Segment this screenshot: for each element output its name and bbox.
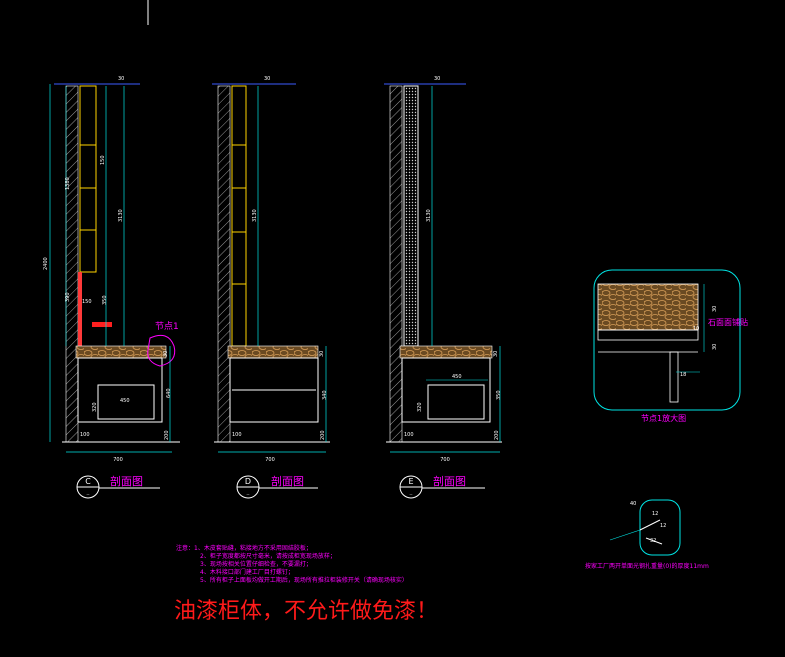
dim-base-a: 30 xyxy=(163,351,169,357)
node-1-label: 节点1 xyxy=(155,321,179,332)
small-detail-frame xyxy=(639,499,681,556)
dim-base-c: 100 xyxy=(80,432,90,438)
section-c-title: 剖面图 xyxy=(110,474,143,488)
section-d-letter: D xyxy=(245,477,251,486)
small-dim-2: 12 xyxy=(652,511,658,517)
small-dim-4: 32 xyxy=(650,538,656,544)
dim-total-height: 2400 xyxy=(43,257,49,270)
warning-text: 油漆柜体，不允许做免漆！ xyxy=(174,599,438,624)
upper-cabinet xyxy=(231,85,247,347)
detail-dim-4: 30 xyxy=(712,344,718,350)
dim-mid-b: 150 xyxy=(100,155,106,165)
dim-base-c: 100 xyxy=(404,432,414,438)
dim-base-b: 350 xyxy=(496,390,502,400)
section-e-title: 剖面图 xyxy=(433,474,466,488)
small-dim-1: 40 xyxy=(630,501,636,507)
dim-shelf-span: 3130 xyxy=(118,209,124,222)
wall-hatch xyxy=(217,85,231,443)
countertop xyxy=(399,345,493,359)
dim-drawer: 450 xyxy=(452,374,462,380)
note-line-5: 5、所有柜子上面板均做开工期后，现场所有推拉柜装修开关（请确现场核实） xyxy=(200,576,408,584)
wall-hatch xyxy=(65,85,79,443)
wall-hatch xyxy=(389,85,403,443)
dim-top: 30 xyxy=(118,76,124,82)
dim-base-c: 100 xyxy=(232,432,242,438)
small-dim-3: 12 xyxy=(660,523,666,529)
section-d-title: 剖面图 xyxy=(271,474,304,488)
section-e-letter: E xyxy=(408,477,413,486)
dim-bottom-width: 700 xyxy=(265,457,275,463)
svg-text:--: -- xyxy=(410,492,413,497)
dim-top: 30 xyxy=(264,76,270,82)
dim-base-d: 320 xyxy=(417,402,423,412)
detail-label: 石面面铺贴 xyxy=(708,317,748,327)
countertop xyxy=(75,345,167,359)
note-line-2: 2、柜子宽度都按尺寸毫米，请按成柜宽现场放样； xyxy=(200,552,336,560)
dim-upper-span: 1380 xyxy=(65,177,71,190)
section-c-letter: C xyxy=(85,477,91,486)
base-cabinet xyxy=(401,357,491,423)
section-c: 700 30 2400 1380 150 3130 390 150 350 30… xyxy=(43,76,180,499)
dim-base-d: 320 xyxy=(92,402,98,412)
dim-shelf-span: 3130 xyxy=(252,209,258,222)
small-detail: 40 12 12 32 按家工厂两开单面光钢扎重量(0)的厚度11mm xyxy=(585,499,709,570)
dim-base-a: 30 xyxy=(319,351,325,357)
section-e: 700 30 3130 30 350 200 320 450 100 E -- … xyxy=(384,76,502,499)
detail-caption: 节点1放大图 xyxy=(641,413,686,423)
small-detail-caption: 按家工厂两开单面光钢扎重量(0)的厚度11mm xyxy=(585,562,709,570)
note-line-4: 4、木料接口部门建工厂目打螺钉； xyxy=(200,568,294,576)
svg-text:--: -- xyxy=(87,492,90,497)
dim-base-b: 340 xyxy=(322,390,328,400)
detail-dim-2: 30 xyxy=(712,306,718,312)
svg-text:--: -- xyxy=(247,492,250,497)
upper-cabinet xyxy=(79,85,97,273)
dim-base-e: 200 xyxy=(320,430,326,440)
detail-dim-1: 10 xyxy=(693,326,699,332)
section-d: 700 30 3130 30 340 200 100 D -- 剖面图 xyxy=(212,76,330,499)
upper-cabinet xyxy=(403,85,419,347)
dim-base-e: 200 xyxy=(164,430,170,440)
dim-mid-b2: 150 xyxy=(82,299,92,305)
notes: 注意：1、木皮套贴缝，粘接地方不采用固结胶板； 2、柜子宽度都按尺寸毫米，请按成… xyxy=(176,544,408,584)
dim-top: 30 xyxy=(434,76,440,82)
node-1-outline xyxy=(147,334,176,367)
dim-mid-c: 350 xyxy=(102,295,108,305)
note-line-3: 3、现场按相关位置仔细检查，不要漏打； xyxy=(200,560,312,568)
dim-drawer: 450 xyxy=(120,398,130,404)
dim-bottom-width: 700 xyxy=(113,457,123,463)
note-line-1: 注意：1、木皮套贴缝，粘接地方不采用固结胶板； xyxy=(176,544,312,552)
dim-base-e: 200 xyxy=(494,430,500,440)
dim-bottom-width: 700 xyxy=(440,457,450,463)
dim-mid-a: 390 xyxy=(65,292,71,302)
dim-base-b: 640 xyxy=(166,388,172,398)
dim-shelf-span: 3130 xyxy=(426,209,432,222)
dim-base-a: 30 xyxy=(493,351,499,357)
detail-stone-layer xyxy=(597,283,699,331)
detail-callout-frame xyxy=(593,269,741,411)
base-cabinet xyxy=(77,357,163,423)
node-1-detail: 10 30 18 30 石面面铺贴 节点1放大图 xyxy=(593,269,748,423)
countertop xyxy=(227,345,319,359)
detail-dim-3: 18 xyxy=(680,372,686,378)
